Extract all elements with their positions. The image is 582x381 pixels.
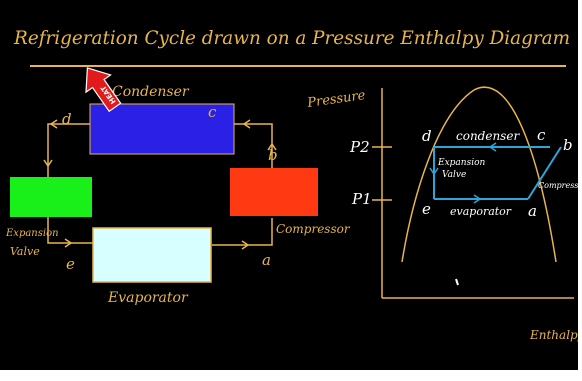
schematic-flow-arrows [43,119,277,250]
arrow-right-icon [473,194,482,204]
ph-condenser-label: condenser [456,129,520,143]
expansion-valve-label-line2: Valve [10,245,40,258]
pipe-valve-to-evaporator [47,216,93,244]
saturation-dome [401,86,557,263]
evaporator-label: Evaporator [107,290,189,306]
ph-point-e-label: e [422,200,431,218]
ph-expansion-label-line2: Valve [442,170,466,180]
point-b-label: b [268,146,278,164]
ph-point-a-label: a [528,202,537,220]
ph-evaporator-label: evaporator [450,205,512,218]
condenser-box [89,103,235,155]
page-title: Refrigeration Cycle drawn on a Pressure … [13,27,570,49]
pressure-axis-label: Pressure [305,88,366,111]
arrow-up-icon [267,142,277,151]
condenser-label: Condenser [112,84,190,100]
pipe-compressor-to-condenser [234,123,273,170]
arrow-left-icon [488,142,497,152]
point-d-label: d [62,110,72,128]
p1-label: P1 [351,190,372,208]
enthalpy-axis-label: Enthalpy [529,328,578,342]
schematic-piping [47,123,273,246]
arrow-right-icon [241,240,250,250]
point-e-label: e [66,255,75,273]
ph-compressor-label: Compressor [538,181,578,190]
pipe-evaporator-to-compressor [212,218,273,246]
ph-expansion-label-line1: Expansion [437,158,485,168]
pen-cursor [455,278,459,286]
point-a-label: a [262,251,271,269]
compressor-label: Compressor [276,222,351,236]
point-c-label: c [208,103,217,121]
expansion-valve-box [10,177,92,217]
evaporator-box [92,227,212,283]
expansion-valve-label-line1: Expansion [5,228,59,239]
ph-point-b-label: b [563,136,573,154]
ph-flow-arrows [429,142,497,204]
cycle-compression-line [527,146,562,200]
arrow-down-icon [429,167,439,176]
blackboard: Refrigeration Cycle drawn on a Pressure … [0,0,578,370]
heat-arrow-icon [85,67,122,113]
p2-label: P2 [349,138,370,156]
ph-axes [372,88,574,299]
arrow-left-icon [242,119,251,129]
arrow-left-icon [49,119,58,129]
drawing-canvas: Refrigeration Cycle drawn on a Pressure … [5,27,578,342]
pipe-condenser-to-valve [47,123,90,178]
ph-point-d-label: d [422,127,432,145]
arrow-down-icon [43,159,53,168]
arrow-right-icon [64,238,73,248]
ph-point-c-label: c [537,126,546,144]
compressor-box [230,168,318,216]
